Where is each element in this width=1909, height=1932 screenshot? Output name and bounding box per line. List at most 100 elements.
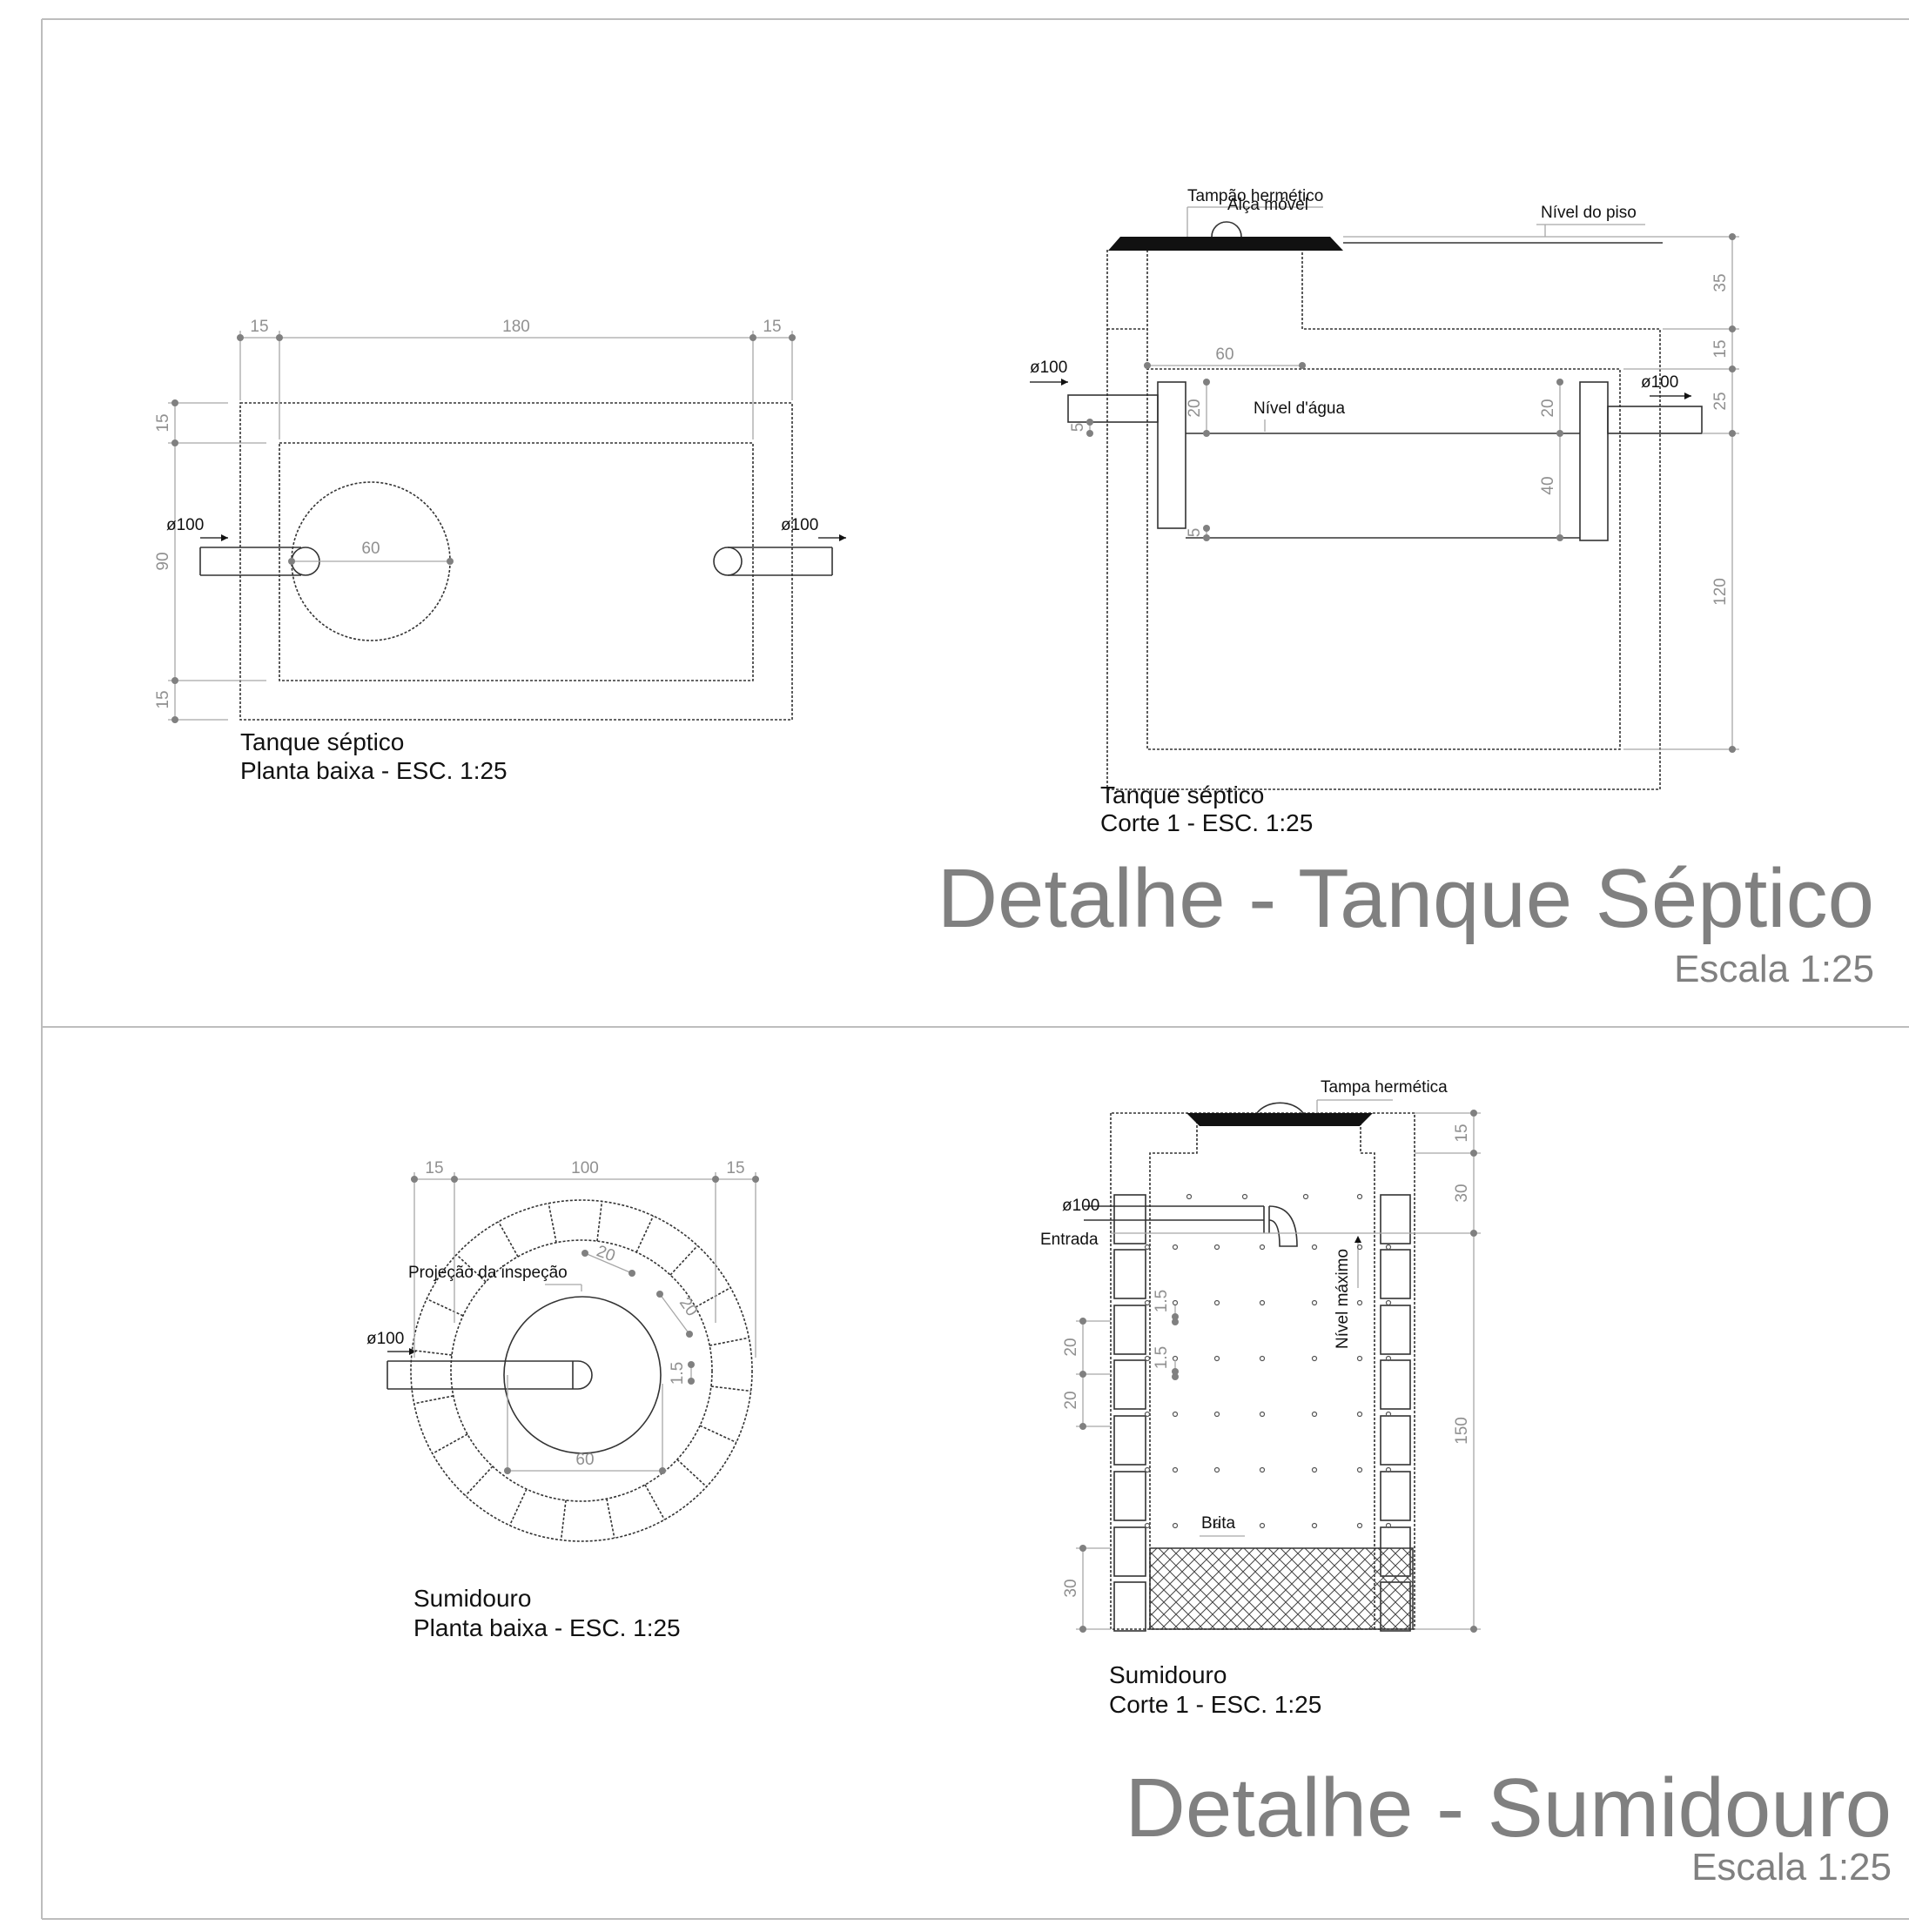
block-unit bbox=[1113, 1471, 1146, 1521]
septic-section-inlet-tee bbox=[1067, 381, 1186, 529]
dim-text: 25 bbox=[1711, 392, 1730, 410]
septic-section-outlet-tee bbox=[1579, 381, 1703, 541]
percolation-hole bbox=[1356, 1355, 1363, 1362]
septic-plan-outer-wall bbox=[239, 402, 793, 721]
block-unit bbox=[1113, 1194, 1146, 1244]
dim-text: 15 bbox=[425, 1159, 443, 1177]
percolation-hole bbox=[1311, 1522, 1318, 1529]
dim-text: 20 bbox=[594, 1242, 617, 1265]
brick-joint bbox=[699, 1425, 737, 1444]
block-unit bbox=[1113, 1581, 1146, 1632]
pipe-diameter-label: ø100 bbox=[1641, 373, 1678, 392]
percolation-hole bbox=[1213, 1355, 1220, 1362]
block-unit bbox=[1113, 1526, 1146, 1577]
brick-joint bbox=[412, 1349, 453, 1356]
septic-lid bbox=[1108, 237, 1343, 251]
dim-text: 20 bbox=[1539, 399, 1557, 417]
dim-text: 35 bbox=[1711, 273, 1730, 292]
dim-text: 150 bbox=[1453, 1417, 1471, 1445]
dim-text: 1.5 bbox=[669, 1362, 687, 1385]
brick-joint bbox=[709, 1337, 749, 1346]
entry-label: Entrada bbox=[1040, 1231, 1099, 1249]
percolation-hole bbox=[1213, 1411, 1220, 1418]
dim-text: 180 bbox=[502, 318, 530, 336]
dim-text: 40 bbox=[1539, 476, 1557, 494]
septic-section: Tampão hermético Alça móvel Nível do pis… bbox=[1030, 187, 1739, 836]
dim-text: 5 bbox=[1069, 423, 1087, 433]
brick-joint bbox=[669, 1244, 698, 1276]
dim-text: 60 bbox=[575, 1451, 594, 1469]
drawing-caption: Sumidouro bbox=[1109, 1661, 1227, 1688]
percolation-hole bbox=[1385, 1244, 1392, 1251]
drawing-caption: Corte 1 - ESC. 1:25 bbox=[1109, 1691, 1321, 1718]
percolation-hole bbox=[1311, 1355, 1318, 1362]
percolation-hole bbox=[1213, 1522, 1220, 1529]
dim-text: 20 bbox=[676, 1294, 701, 1319]
sink-section-dims-right: 15 30 150 bbox=[1415, 1110, 1481, 1633]
brick-joint bbox=[426, 1298, 464, 1317]
block-unit bbox=[1380, 1305, 1411, 1355]
sink-plan-inspection-circle bbox=[503, 1296, 662, 1454]
block-unit bbox=[1113, 1305, 1146, 1355]
block-unit bbox=[1380, 1471, 1411, 1521]
drawing-caption: Planta baixa - ESC. 1:25 bbox=[413, 1614, 681, 1641]
septic-plan: 15 180 15 15 90 15 60 ø100 ø100 bbox=[154, 318, 846, 784]
sink-section-dims-left: 20 20 30 bbox=[1062, 1318, 1111, 1633]
dim-text: 60 bbox=[361, 540, 380, 558]
brick-joint bbox=[548, 1203, 557, 1243]
dim-text: 5 bbox=[1186, 528, 1204, 538]
percolation-hole bbox=[1356, 1193, 1363, 1200]
section-title: Detalhe - Tanque Séptico bbox=[938, 852, 1874, 945]
septic-plan-inner-wall bbox=[279, 442, 754, 681]
percolation-hole bbox=[1144, 1355, 1151, 1362]
percolation-hole bbox=[1259, 1522, 1266, 1529]
sink-plan-outer-ring bbox=[410, 1199, 753, 1542]
brick-joint bbox=[465, 1466, 494, 1497]
percolation-hole bbox=[1172, 1411, 1179, 1418]
percolation-hole bbox=[1311, 1411, 1318, 1418]
percolation-hole bbox=[1356, 1244, 1363, 1251]
brick-joint bbox=[432, 1433, 468, 1455]
percolation-hole bbox=[1259, 1299, 1266, 1306]
percolation-hole bbox=[1259, 1355, 1266, 1362]
percolation-hole bbox=[1385, 1411, 1392, 1418]
percolation-hole bbox=[1311, 1466, 1318, 1473]
brick-joint bbox=[695, 1286, 731, 1308]
percolation-hole bbox=[1144, 1244, 1151, 1251]
dim-text: 15 bbox=[726, 1159, 744, 1177]
pipe-diameter-label: ø100 bbox=[1062, 1197, 1099, 1215]
water-level-label: Nível d'água bbox=[1254, 399, 1345, 418]
section-title: Detalhe - Sumidouro bbox=[1126, 1761, 1892, 1855]
septic-section-inner-wall bbox=[1146, 250, 1621, 750]
dim-text: 120 bbox=[1711, 578, 1730, 606]
dim-text: 30 bbox=[1062, 1579, 1080, 1597]
brick-joint bbox=[644, 1484, 666, 1520]
percolation-hole bbox=[1172, 1299, 1179, 1306]
percolation-hole bbox=[1385, 1466, 1392, 1473]
block-unit bbox=[1380, 1249, 1411, 1299]
sink-plan: ø100 15 100 15 Projeção da inspeção 20 bbox=[366, 1159, 759, 1641]
brick-joint bbox=[676, 1459, 708, 1487]
pipe-diameter-label: ø100 bbox=[781, 516, 818, 534]
percolation-hole bbox=[1311, 1299, 1318, 1306]
sink-lid bbox=[1186, 1113, 1373, 1126]
septic-plan-inspection-dim: 60 bbox=[288, 540, 454, 565]
septic-plan-outlet-pipe bbox=[713, 547, 833, 576]
sink-plan-inlet-pipe bbox=[387, 1360, 593, 1390]
dim-text: 20 bbox=[1062, 1338, 1080, 1356]
sink-plan-angled-dims: 20 20 1.5 bbox=[581, 1242, 701, 1385]
percolation-hole bbox=[1385, 1355, 1392, 1362]
dim-text: 1.5 bbox=[1153, 1346, 1171, 1369]
percolation-hole bbox=[1172, 1466, 1179, 1473]
brick-joint bbox=[508, 1488, 528, 1526]
brick-joint bbox=[560, 1499, 567, 1540]
dim-text: 20 bbox=[1062, 1391, 1080, 1409]
brick-joint bbox=[635, 1215, 655, 1253]
dim-text: 90 bbox=[154, 552, 172, 570]
inspection-projection-label: Projeção da inspeção bbox=[408, 1264, 568, 1282]
brick-joint bbox=[455, 1254, 487, 1283]
percolation-hole bbox=[1356, 1466, 1363, 1473]
drawing-caption: Tanque séptico bbox=[1100, 782, 1264, 808]
percolation-hole bbox=[1172, 1355, 1179, 1362]
septic-section-dims-outlet: 20 40 bbox=[1539, 379, 1563, 541]
